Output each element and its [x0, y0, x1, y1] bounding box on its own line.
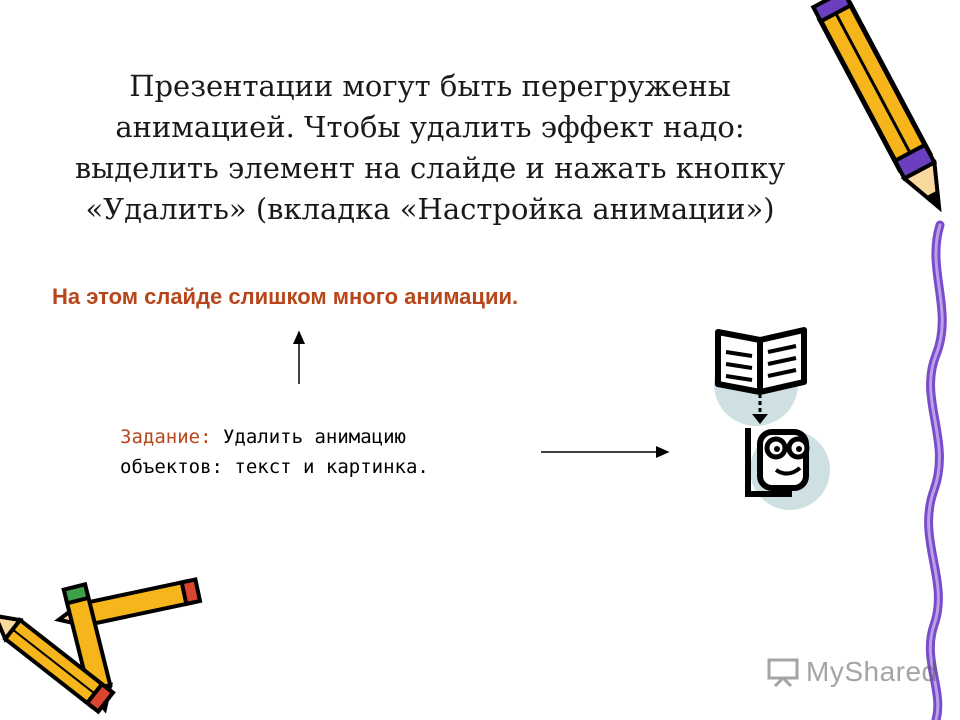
watermark: MyShared — [766, 656, 938, 688]
intro-text: Презентации могут быть перегружены анима… — [60, 66, 800, 230]
task-label: Задание: — [120, 426, 212, 448]
task-text-line1: Удалить анимацию — [211, 426, 406, 448]
task-text[interactable]: Задание: Удалить анимацию объектов: текс… — [120, 422, 520, 482]
reader-face-icon — [745, 428, 830, 510]
task-text-line2: объектов: текст и картинка. — [120, 456, 429, 478]
animation-warning[interactable]: На этом слайде слишком много анимации. — [52, 284, 519, 309]
intro-line: Презентации могут быть перегружены — [129, 69, 731, 103]
watermark-text: MyShared — [806, 656, 938, 687]
presentation-board-icon — [767, 658, 799, 687]
intro-line: «Удалить» (вкладка «Настройка анимации») — [85, 192, 775, 226]
open-book-icon — [714, 327, 807, 426]
intro-line: выделить элемент на слайде и нажать кноп… — [74, 151, 786, 185]
intro-line: анимацией. Чтобы удалить эффект надо: — [115, 110, 745, 144]
